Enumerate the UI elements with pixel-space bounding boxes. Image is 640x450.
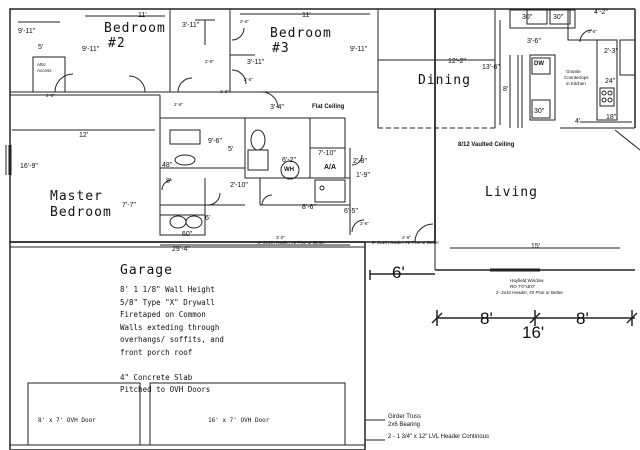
dim-label: 7'-10" bbox=[318, 150, 336, 157]
dim-label: 29'-4" bbox=[172, 246, 190, 253]
dim-label: 2'-6" bbox=[402, 235, 411, 240]
garage-note-line bbox=[120, 359, 224, 372]
master-bedroom-label-2: Bedroom bbox=[50, 205, 112, 220]
master-bedroom-label: Master bbox=[50, 189, 103, 204]
dim-label: 4' bbox=[575, 118, 581, 125]
garage-note-line: overhangs/ soffits, and bbox=[120, 335, 224, 344]
garage-note-line: Walls exteding through bbox=[120, 322, 220, 332]
granite-note-3: in Kitchen bbox=[566, 81, 586, 86]
dim-label: 30" bbox=[522, 14, 533, 21]
dim-label: 12'-2" bbox=[448, 58, 466, 65]
dim-label: 3'-0" bbox=[276, 235, 285, 240]
dim-label: 3'-11" bbox=[182, 22, 200, 29]
dim-label: 11' bbox=[138, 12, 147, 19]
bedroom-3-label: Bedroom bbox=[270, 26, 332, 41]
bedroom-2-number: #2 bbox=[108, 36, 126, 51]
dim-label: 60" bbox=[182, 231, 193, 238]
dim-label: 6'-2" bbox=[282, 157, 296, 164]
dim-label: 1'-9" bbox=[356, 172, 370, 179]
window-note-3: 2- 2x10 Header, #2 Pine or Better bbox=[496, 290, 564, 295]
garage-label: Garage bbox=[120, 263, 173, 278]
header-note: 2- 2x10 Header, #2 Pine or Better bbox=[258, 240, 326, 245]
header-note: 2- 2x10 Header, #2 Pine or Better bbox=[372, 240, 440, 245]
dim-label: 13'-6" bbox=[482, 64, 500, 71]
dim-label: 3'-4" bbox=[270, 104, 284, 111]
dim-label: 9'-6" bbox=[208, 138, 222, 145]
bedroom-3-number: #3 bbox=[272, 41, 290, 56]
granite-note-2: Countertops bbox=[564, 75, 589, 80]
dim-label: 8'-6" bbox=[302, 204, 316, 211]
dim-label: 15' bbox=[531, 243, 541, 250]
living-label: Living bbox=[485, 185, 538, 200]
dim-label: 6' bbox=[205, 215, 211, 222]
dim-label: 2'-3" bbox=[604, 48, 618, 55]
attic-label: Attic bbox=[37, 62, 46, 67]
dim-label-large: 6' bbox=[392, 263, 405, 282]
garage-note-line: front porch roof bbox=[120, 347, 193, 357]
dim-label: 5' bbox=[228, 146, 234, 153]
dim-label: 4'-2" bbox=[594, 9, 608, 16]
garage-note-line: 4" Concrete Slab bbox=[120, 372, 193, 382]
dim-label: 16'-9" bbox=[20, 163, 38, 170]
ac-unit-label: A/A bbox=[324, 164, 337, 171]
garage-door-left-label: 8' x 7' OVH Door bbox=[38, 417, 96, 424]
dim-label: 2'-10" bbox=[230, 182, 248, 189]
girder-truss-note: Girder Truss bbox=[388, 414, 422, 420]
dishwasher-label: DW bbox=[534, 61, 544, 67]
dim-label: 30" bbox=[553, 14, 564, 21]
dim-label: 3'-6" bbox=[527, 38, 541, 45]
garage-note-line: Pitched to OVH Doors bbox=[120, 385, 211, 394]
dim-label: 3'-11" bbox=[247, 59, 265, 66]
garage-notes: 8' 1 1/8" Wall Height 5/8" Type "X" Dryw… bbox=[120, 284, 224, 397]
dim-label: 2'-6" bbox=[240, 19, 249, 24]
dim-label: 5' bbox=[38, 44, 44, 51]
dim-label: 48" bbox=[162, 162, 173, 169]
dim-label-large: 16' bbox=[522, 323, 545, 342]
dim-label: 9'-11" bbox=[82, 46, 100, 53]
dim-label: 7'-7" bbox=[122, 202, 136, 209]
dining-label: Dining bbox=[418, 73, 471, 88]
dim-label: 2'-6" bbox=[360, 221, 369, 226]
dim-label: 9'-11" bbox=[18, 28, 36, 35]
dim-label: 2'-6" bbox=[46, 93, 55, 98]
bearing-note: 2x6 Bearing bbox=[388, 422, 421, 428]
dim-label-large: 8' bbox=[480, 309, 493, 328]
dim-label: 2'-6" bbox=[174, 102, 183, 107]
window-note: Hayfield Window bbox=[510, 278, 544, 283]
dim-label: 30" bbox=[534, 108, 545, 115]
dim-label: 1'-6" bbox=[220, 89, 229, 94]
granite-note: Granite bbox=[566, 69, 581, 74]
garage-door-right-label: 16' x 7' OVH Door bbox=[208, 417, 270, 424]
dim-label: 2'-6" bbox=[588, 29, 597, 34]
lvl-header-note: 2 - 1 3/4" x 12" LVL Header Continous bbox=[388, 434, 489, 440]
window-note-2: RO 7'0"x5'0" bbox=[510, 284, 536, 289]
vaulted-ceiling-note: 8/12 Vaulted Ceiling bbox=[458, 142, 515, 148]
dim-label: 6'-5" bbox=[344, 208, 358, 215]
garage-note-line: 5/8" Type "X" Drywall bbox=[120, 297, 215, 307]
dim-label: 8' bbox=[166, 178, 172, 185]
bedroom-2-label: Bedroom bbox=[104, 21, 166, 36]
dim-label: 24" bbox=[605, 78, 616, 85]
dim-label: 2'-9" bbox=[205, 59, 214, 64]
garage-note-line: Firetaped on Common bbox=[120, 310, 206, 319]
water-heater-label: WH bbox=[284, 167, 294, 173]
dim-label: 9'-11" bbox=[350, 46, 368, 53]
attic-label-2: Access bbox=[37, 68, 52, 73]
garage-note-line: 8' 1 1/8" Wall Height bbox=[120, 285, 215, 294]
dim-label: 2'-6" bbox=[244, 77, 253, 82]
dim-label: 8' bbox=[503, 86, 509, 93]
dim-label: 18" bbox=[606, 114, 617, 121]
dim-label: 12' bbox=[79, 132, 89, 139]
dim-label: 2'-8" bbox=[353, 158, 367, 165]
flat-ceiling-note: Flat Ceiling bbox=[312, 104, 345, 110]
dim-label: 11' bbox=[302, 12, 311, 19]
dim-label-large: 8' bbox=[576, 309, 589, 328]
